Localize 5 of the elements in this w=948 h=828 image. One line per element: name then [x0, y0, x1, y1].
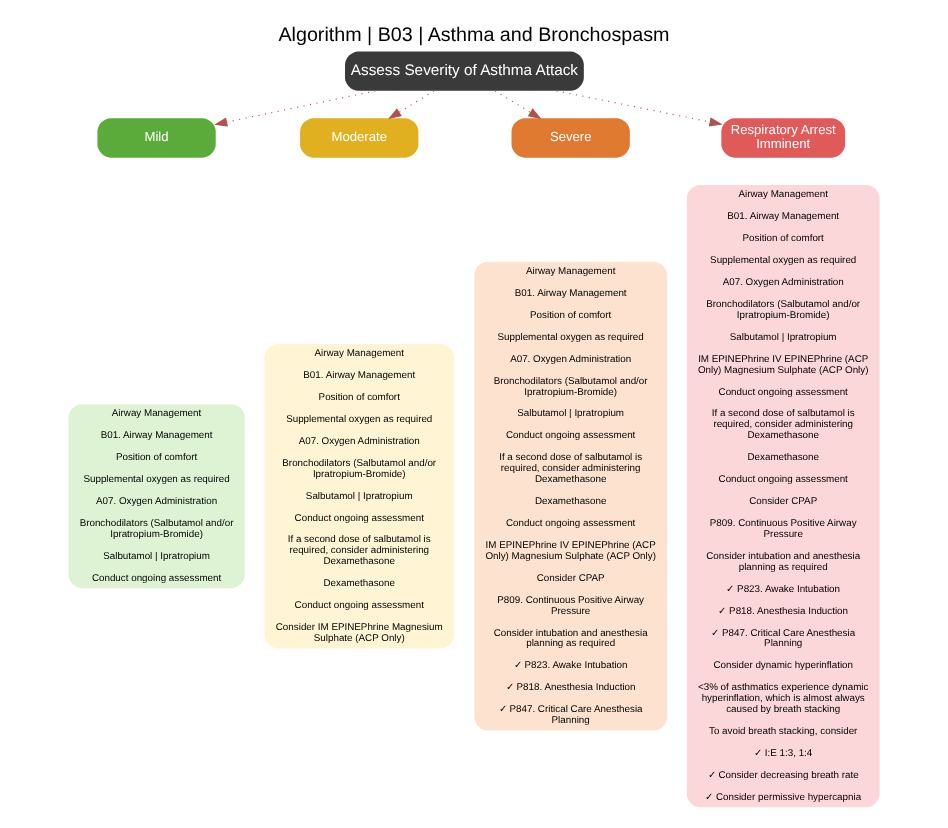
arrow [556, 90, 723, 127]
arrow [494, 90, 542, 120]
diagram-title: Algorithm | B03 | Asthma and Bronchospasm [278, 24, 670, 47]
arrow [388, 90, 435, 120]
arrow [214, 90, 376, 127]
